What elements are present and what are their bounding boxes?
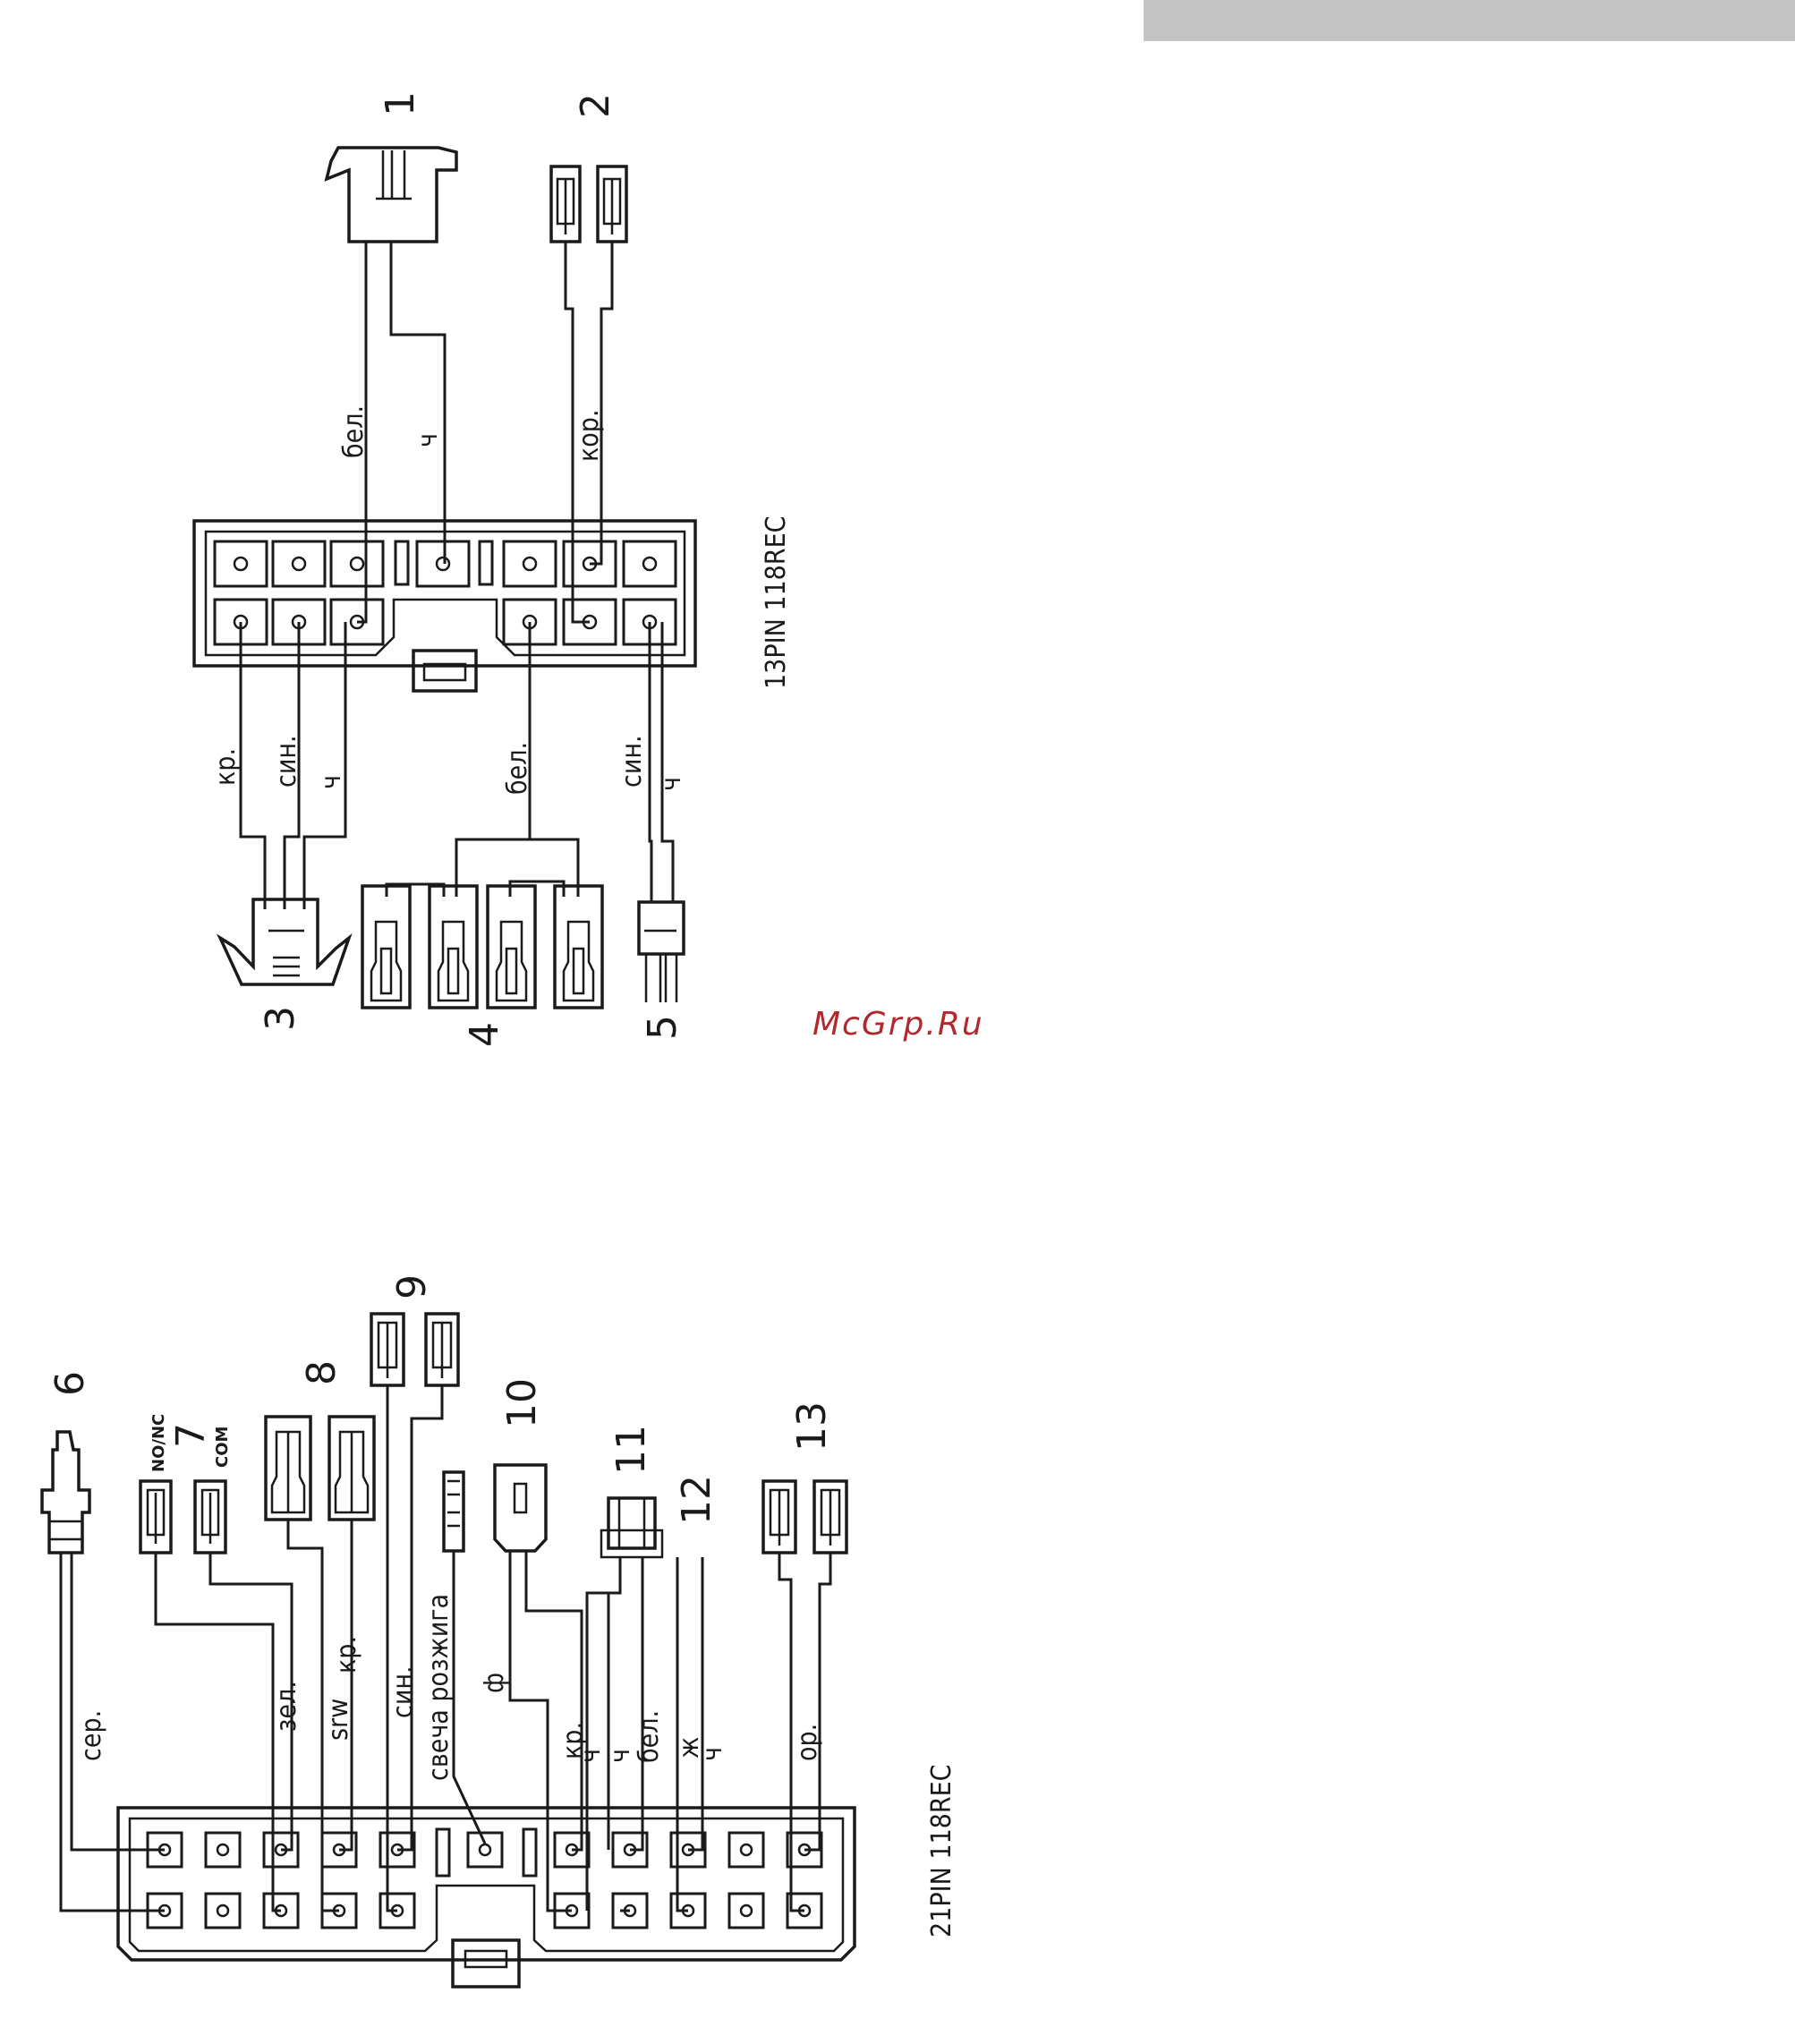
wire-ignition (454, 1551, 485, 1844)
component-7-switch (140, 1481, 225, 1553)
label-13pin-title: 13PIN 118REC (761, 516, 792, 689)
wire-label-1b: ч (413, 433, 444, 447)
wire-label-10: ф (479, 1673, 510, 1693)
component-number-8: 8 (299, 1360, 345, 1385)
component-number-13: 13 (789, 1401, 835, 1452)
label-com: COM (213, 1427, 232, 1468)
component-number-2: 2 (573, 93, 618, 118)
wire-13-b (804, 1553, 830, 1850)
wire-label-8: кр. (331, 1636, 362, 1674)
component-2-terminals (551, 166, 626, 242)
wire-label-11d: бел. (634, 1710, 665, 1763)
component-number-12: 12 (674, 1475, 719, 1525)
wire-label-8b: srw (323, 1699, 354, 1741)
component-3-plug (220, 899, 349, 984)
wire-label-5a: син. (617, 735, 648, 788)
wire-label-11c: ч (605, 1749, 636, 1763)
component-number-3: 3 (258, 1006, 303, 1031)
component-6-sensor (42, 1432, 89, 1553)
component-number-6: 6 (47, 1371, 93, 1396)
component-number-5: 5 (640, 1015, 685, 1040)
wire-label-11b: ч (575, 1749, 607, 1763)
component-number-7: 7 (168, 1423, 214, 1448)
wire-label-ignition: свеча розжига (423, 1594, 455, 1781)
wire-1-black (391, 242, 445, 564)
wire-label-6: сер. (76, 1710, 107, 1761)
wire-label-5b: ч (656, 777, 687, 791)
component-11-connector (601, 1498, 662, 1557)
wire-8-b (339, 1520, 352, 1850)
component-9-terminals (371, 1314, 458, 1385)
connector-21pin (118, 1808, 855, 1987)
pin-row-bottom (215, 600, 676, 644)
component-number-11: 11 (608, 1425, 654, 1475)
wire-5-black (662, 622, 673, 902)
label-no-nc: NO/NC (149, 1414, 168, 1472)
wire-label-9: син. (387, 1665, 419, 1718)
wire-label-2: кор. (574, 409, 605, 462)
component-number-10: 10 (499, 1378, 545, 1428)
wire-5-blue (650, 622, 651, 902)
wire-label-12b: ч (697, 1747, 728, 1761)
component-5-connector (639, 902, 684, 1002)
ignition-spark-plug-connector (444, 1472, 464, 1551)
label-21pin-title: 21PIN 118REC (926, 1765, 957, 1938)
component-number-1: 1 (378, 91, 423, 116)
component-4-terminals (362, 886, 602, 1008)
pin-row-top-21 (148, 1829, 821, 1876)
wire-6-b (72, 1553, 165, 1850)
wire-label-13: ор. (792, 1724, 823, 1761)
wire-label-3c: ч (316, 775, 347, 789)
component-13-terminals (763, 1481, 846, 1553)
component-1-plug (327, 148, 456, 242)
wire-label-7: зел. (271, 1681, 302, 1732)
pin-row-bottom-21 (148, 1894, 821, 1928)
wire-2-b (590, 242, 612, 564)
wire-label-4: бел. (502, 742, 533, 795)
wire-12-b (688, 1557, 702, 1850)
wire-label-3b: син. (271, 735, 302, 788)
wire-label-1a: бел. (338, 405, 370, 458)
component-8-terminals (266, 1417, 374, 1520)
component-10-connector (495, 1465, 546, 1551)
component-number-4: 4 (462, 1022, 507, 1047)
component-number-9: 9 (389, 1274, 435, 1299)
wire-label-3a: кр. (210, 748, 242, 786)
watermark: McGrp.Ru (812, 1006, 984, 1043)
wire-11-c (630, 1557, 642, 1850)
